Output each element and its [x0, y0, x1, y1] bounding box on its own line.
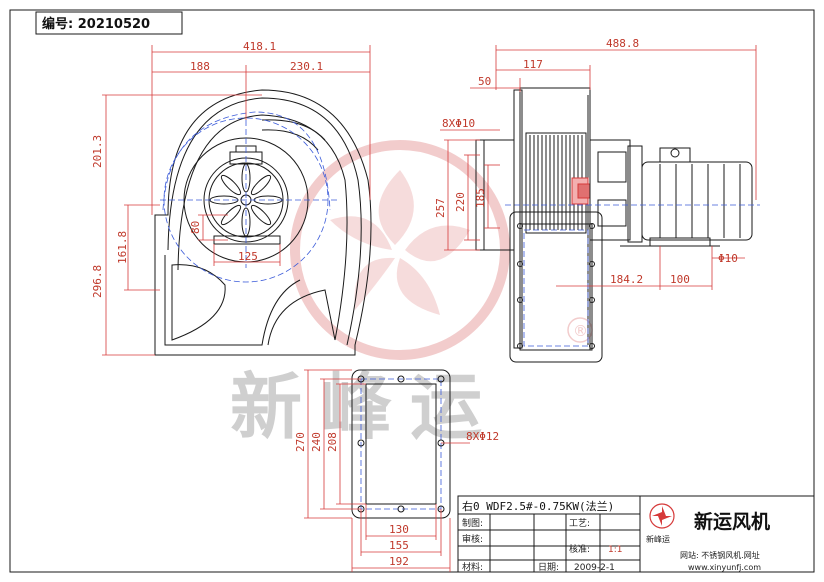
dim-side-185: 185: [474, 188, 487, 208]
dim-flange-240: 240: [310, 432, 323, 452]
dim-flange-130: 130: [389, 523, 409, 536]
side-view: 488.8 117 50 8XΦ10 257 220 185 184.2 100…: [434, 37, 760, 363]
dim-front-left-width: 188: [190, 60, 210, 73]
dim-flange-270: 270: [294, 432, 307, 452]
dim-side-holes: 8XΦ10: [442, 117, 475, 130]
flange-view: 270 240 208 8XΦ12 130 155 192: [294, 369, 499, 572]
dim-side-total-width: 488.8: [606, 37, 639, 50]
front-view: 418.1 188 230.1 201.3 161.8 296.8 80 125: [91, 40, 372, 356]
dim-flange-holes: 8XΦ12: [466, 430, 499, 443]
title-block: 右0 WDF2.5#-0.75KW(法兰) 制图: 审核: 材料: 工艺: 核准…: [457, 495, 815, 573]
dim-side-phi10: Φ10: [718, 252, 738, 265]
logo-text: 新峰运: [646, 534, 670, 544]
material-label: 材料:: [462, 561, 483, 573]
watermark-registered-mark: ®: [573, 322, 588, 340]
dim-flange-208: 208: [326, 432, 339, 452]
website-url: www.xinyunfj.com: [688, 563, 761, 572]
website-label: 网站: 不锈钢风机.网址: [680, 550, 760, 560]
dim-front-total-width: 418.1: [243, 40, 276, 53]
dim-front-upper-height: 201.3: [91, 135, 104, 168]
dim-front-right-width: 230.1: [290, 60, 323, 73]
dim-side-184-2: 184.2: [610, 273, 643, 286]
watermark-logo: ®: [290, 140, 593, 360]
watermark-text: 新峰运: [230, 364, 500, 449]
approve-label: 核准:: [569, 543, 590, 555]
dim-front-lower-height: 161.8: [116, 231, 129, 264]
dim-front-total-height: 296.8: [91, 265, 104, 298]
dim-side-117: 117: [523, 58, 543, 71]
dim-flange-155: 155: [389, 539, 409, 552]
company-logo: [649, 503, 675, 529]
serial-number: 编号: 20210520: [42, 16, 150, 32]
process-label: 工艺:: [569, 518, 590, 529]
scale-value: 1:1: [608, 545, 622, 555]
dim-side-100: 100: [670, 273, 690, 286]
reviewer-label: 审核:: [462, 533, 483, 545]
dim-side-50: 50: [478, 75, 491, 88]
model-name: 右0 WDF2.5#-0.75KW(法兰): [462, 499, 614, 513]
dim-flange-192: 192: [389, 555, 409, 568]
date-label: 日期:: [538, 562, 559, 573]
dim-front-inner-80: 80: [189, 221, 202, 234]
dim-front-inner-125: 125: [238, 250, 258, 263]
dim-side-257: 257: [434, 198, 447, 218]
company-name: 新运风机: [694, 510, 770, 533]
dim-side-220: 220: [454, 192, 467, 212]
date-value: 2009-2-1: [574, 563, 615, 573]
drafter-label: 制图:: [462, 517, 483, 529]
